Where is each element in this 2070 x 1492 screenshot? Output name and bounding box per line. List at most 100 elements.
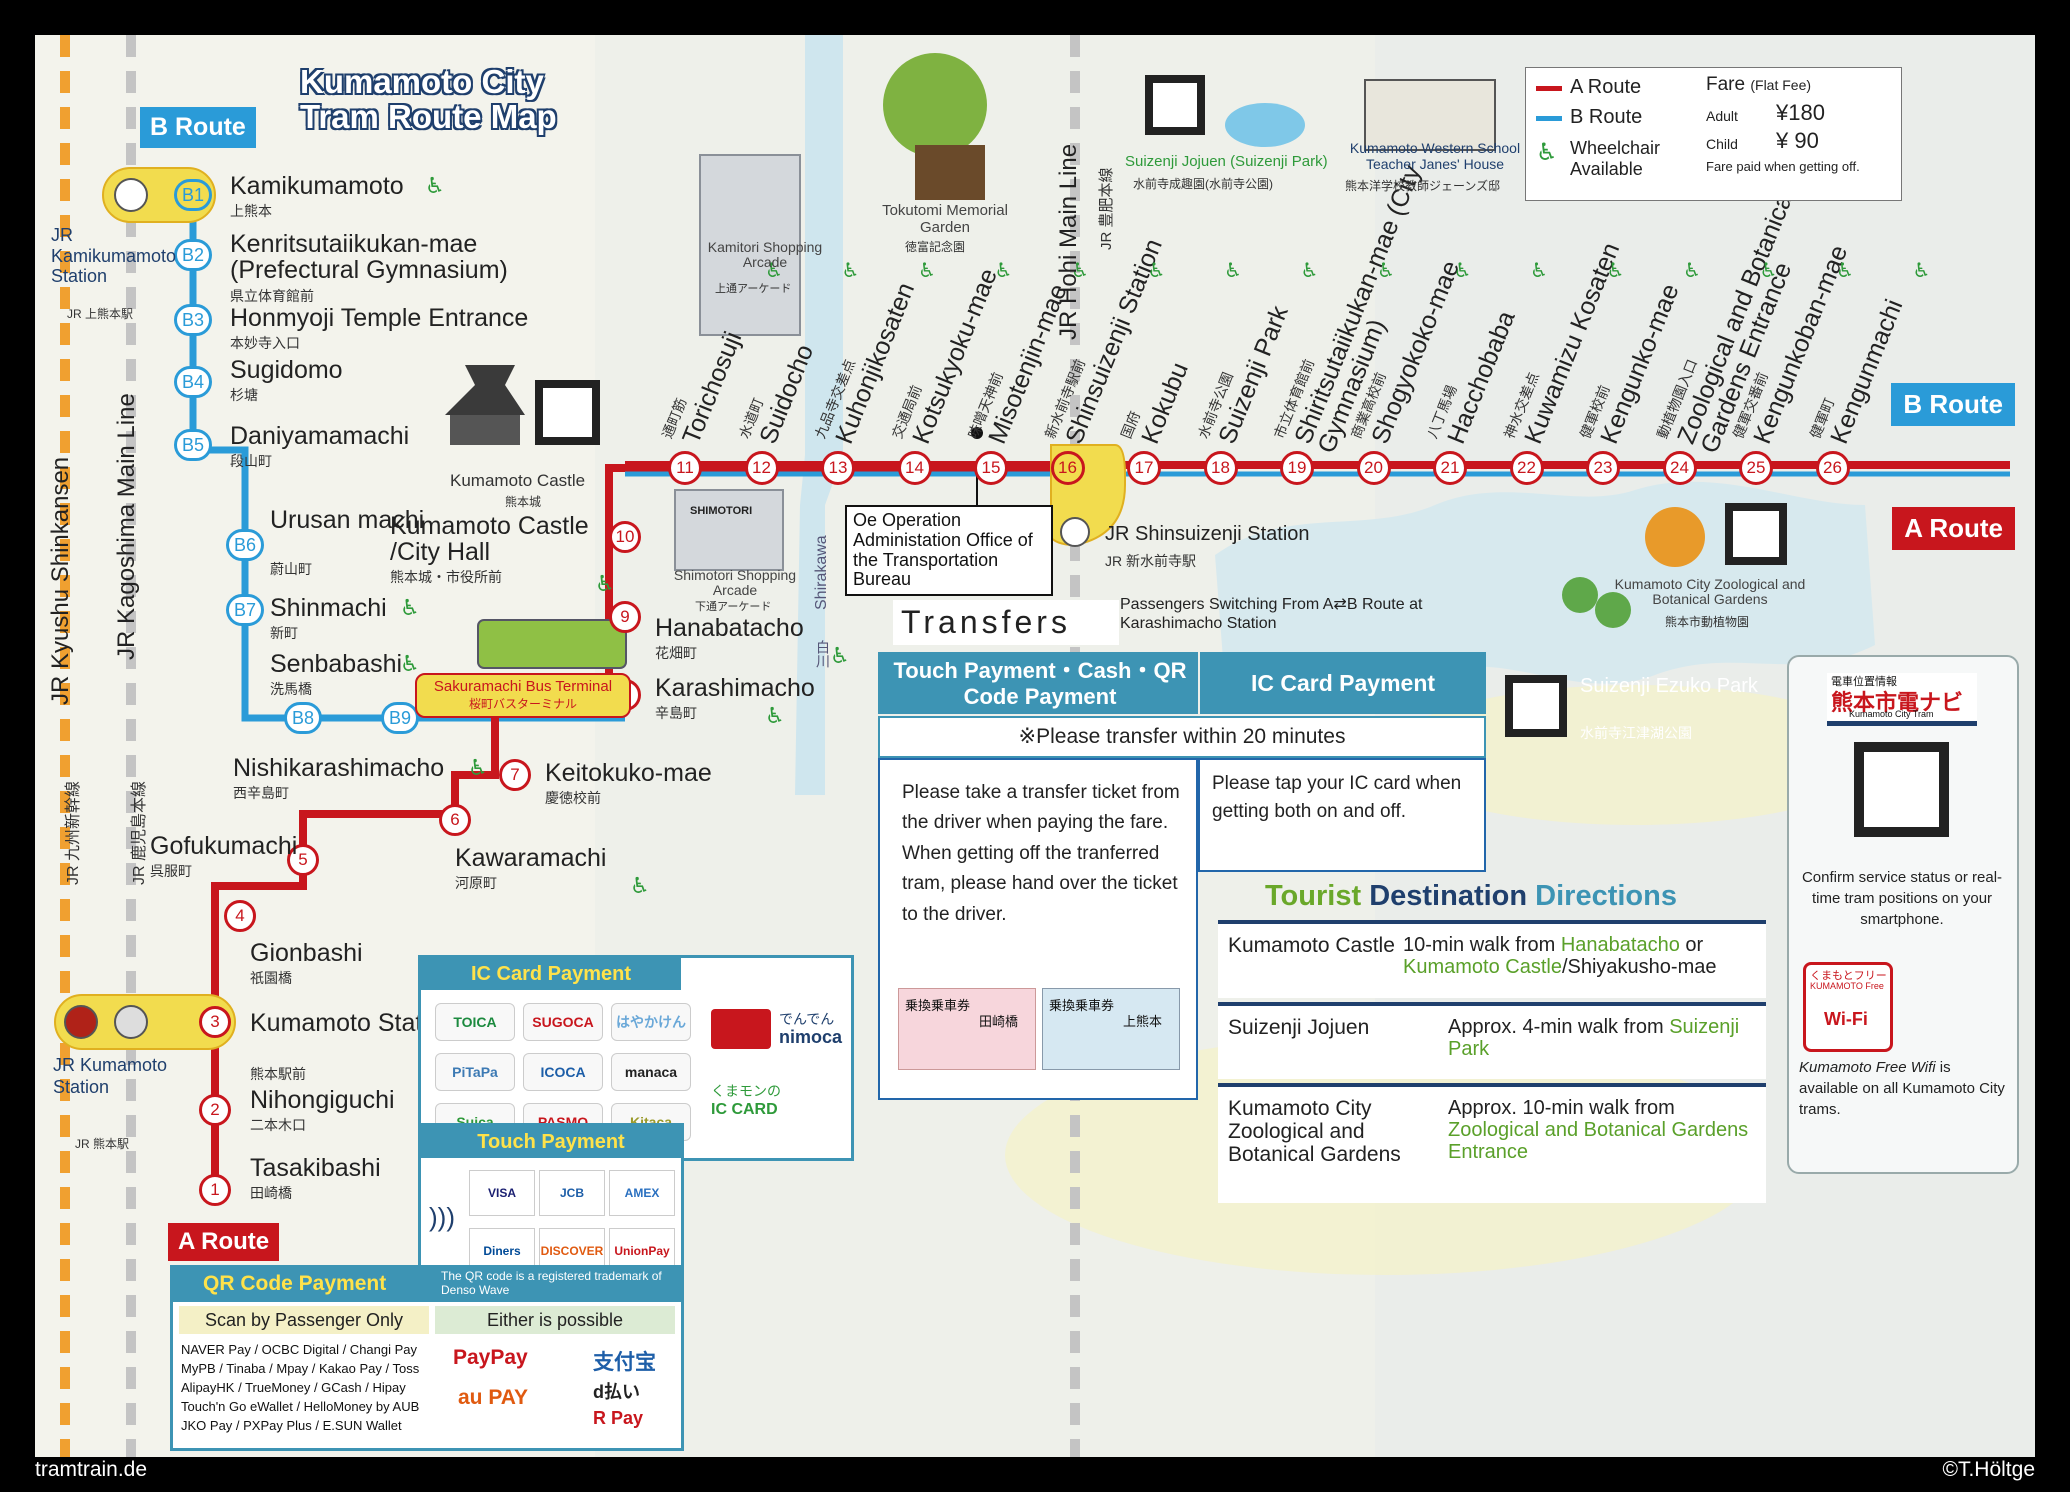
wheelchair-icon: ♿ bbox=[425, 173, 445, 198]
either-list-item: 支付宝 bbox=[593, 1351, 656, 1374]
scan-list-item: NAVER Pay / OCBC Digital / Changi Pay bbox=[181, 1342, 418, 1357]
a-station-name: Gionbashi bbox=[250, 939, 363, 967]
either-list-item: PayPay bbox=[453, 1346, 528, 1369]
a-station-marker: 10 bbox=[609, 521, 641, 553]
map-title: Kumamoto City Tram Route Map bbox=[300, 63, 557, 135]
wheelchair-icon: ♿ bbox=[994, 260, 1013, 282]
wheelchair-icon: ♿ bbox=[1759, 260, 1778, 282]
either-list-item: R Pay bbox=[593, 1408, 644, 1428]
a-station-name: Keitokuko-mae bbox=[545, 759, 712, 787]
wheelchair-icon: ♿ bbox=[1683, 260, 1701, 282]
shirakawa-label-jp: 白川 bbox=[815, 640, 831, 668]
trunk-station-marker: 14 bbox=[897, 451, 932, 485]
tourist-title-3: Directions bbox=[1535, 880, 1677, 912]
a-station-name-jp: 河原町 bbox=[455, 875, 497, 891]
b-station-name: Kamikumamoto bbox=[230, 172, 404, 200]
b-station-name: Senbabashi bbox=[270, 650, 403, 678]
navi-jp-title: 熊本市電ナビ bbox=[1831, 690, 1964, 715]
trunk-station-marker: 22 bbox=[1509, 451, 1544, 485]
footer-left: tramtrain.de bbox=[35, 1458, 148, 1481]
castle-drawing bbox=[445, 365, 525, 415]
ic-header-cell bbox=[1200, 652, 1486, 714]
lion-drawing bbox=[1645, 507, 1705, 567]
ic-card-logo: TOICA bbox=[435, 1003, 515, 1041]
tourist-direction: 10-min walk from Hanabatacho or Kumamoto… bbox=[1403, 934, 1758, 978]
qr-payment-note: The QR code is a registered trademark of… bbox=[441, 1269, 662, 1297]
legend-a-swatch bbox=[1536, 86, 1562, 91]
a-station-name: Hanabatacho bbox=[655, 614, 804, 642]
wheelchair-icon: ♿ bbox=[918, 260, 936, 282]
ticket-a-stop: 田崎橋 bbox=[979, 1014, 1019, 1029]
qr-ezuko-inner bbox=[1513, 683, 1559, 729]
tourist-dir-highlight: Suizenji Park bbox=[1448, 1016, 1740, 1060]
jr-kamikumamoto-station-label: JR Kamikumamoto Station bbox=[51, 225, 177, 287]
legend-b-swatch bbox=[1536, 116, 1562, 121]
b-station-name-jp: 県立体育館前 bbox=[230, 288, 314, 304]
navi-logo: 電車位置情報 熊本市電ナビ Kumamoto City Tram bbox=[1827, 673, 1977, 726]
zoo-tree-2 bbox=[1595, 592, 1631, 628]
nimoca-logo: でんでん nimoca bbox=[711, 1003, 842, 1058]
janes-label: Kumamoto Western School Teacher Janes' H… bbox=[1349, 140, 1521, 173]
jr-hohi-label: JR Hohi Main Line bbox=[1055, 143, 1082, 340]
fare-title-text: Fare bbox=[1706, 74, 1746, 95]
trunk-station-marker: 25 bbox=[1739, 451, 1773, 485]
wheelchair-icon: ♿ bbox=[1606, 260, 1625, 282]
wheelchair-icon: ♿ bbox=[468, 755, 488, 780]
b-station-marker: B6 bbox=[226, 529, 264, 561]
janes-house-drawing bbox=[1364, 79, 1496, 151]
janes-label-jp: 熊本洋学校教師ジェーンズ邸 bbox=[1345, 179, 1501, 193]
wheelchair-icon: ♿ bbox=[1530, 260, 1548, 282]
tourist-dir-text: Approx. 4-min walk from bbox=[1448, 1016, 1664, 1038]
b-station-name-jp: 洗馬橋 bbox=[270, 681, 312, 697]
castle-label: Kumamoto Castle bbox=[450, 471, 586, 490]
wifi-label: Wi-Fi bbox=[1824, 1009, 1868, 1029]
jr-kamikumamoto-marker bbox=[114, 178, 148, 212]
touch-brand-logo: JCB bbox=[539, 1170, 605, 1216]
b-station-name-jp: 上熊本 bbox=[230, 203, 272, 219]
wifi-jp: くまもとフリー bbox=[1810, 970, 1887, 982]
kumamon-jp: くまモンの bbox=[711, 1083, 781, 1099]
ic-text: Please tap your IC card when getting bot… bbox=[1212, 773, 1462, 822]
shimotori-label-jp: 下通アーケード bbox=[695, 601, 772, 613]
tourist-dir-text: /Shiyakusho-mae bbox=[1561, 956, 1717, 978]
touch-text: Please take a transfer ticket from the d… bbox=[902, 782, 1180, 925]
touch-header-text: Touch Payment・Cash・QR Code Payment bbox=[893, 658, 1187, 710]
legend-wheelchair-label: Wheelchair Available bbox=[1570, 138, 1661, 179]
nimoca-tram-icon bbox=[711, 1009, 771, 1049]
ticket-b: 乗換乗車券 上熊本 bbox=[1042, 988, 1180, 1070]
a-station-marker: 1 bbox=[199, 1174, 231, 1206]
b-station-name-jp: 蔚山町 bbox=[270, 561, 312, 577]
ic-text-box: Please tap your IC card when getting bot… bbox=[1198, 758, 1486, 872]
jr-kumamoto-marker bbox=[114, 1005, 148, 1039]
fare-adult-price: ¥180 bbox=[1776, 100, 1825, 125]
ezuko-label: Suizenji Ezuko Park bbox=[1580, 675, 1758, 697]
jr-kagoshima-label-jp: JR 鹿児島本線 bbox=[131, 780, 148, 885]
b-station-marker: B2 bbox=[174, 239, 212, 271]
tourist-title: Tourist Destination Directions bbox=[1265, 880, 1677, 913]
b-route-line bbox=[189, 195, 625, 722]
tourist-dir-highlight: Kumamoto Castle bbox=[1403, 956, 1562, 978]
tourist-dir-highlight: Hanabatacho bbox=[1560, 934, 1680, 956]
fare-flat-text: (Flat Fee) bbox=[1750, 77, 1812, 93]
shirakawa-river bbox=[795, 35, 843, 795]
bus-terminal-name-jp: 桜町バスターミナル bbox=[468, 697, 577, 712]
ic-payment-header: IC Card Payment bbox=[421, 958, 681, 990]
transfers-panel: Touch Payment・Cash・QR Code Payment IC Ca… bbox=[878, 652, 1486, 1102]
tokutomi-label-jp: 徳富記念園 bbox=[905, 240, 966, 254]
wheelchair-icon: ♿ bbox=[400, 651, 420, 676]
oe-office-dot bbox=[971, 427, 983, 439]
a-station-name: Gofukumachi bbox=[150, 832, 298, 860]
oe-office-box: Oe Operation Administation Office of the… bbox=[845, 505, 1053, 597]
a-station-marker: 6 bbox=[439, 804, 471, 836]
wifi-text-rest: is available on all Kumamoto City trams. bbox=[1799, 1059, 2005, 1118]
tourist-direction: Approx. 10-min walk from Zoological and … bbox=[1448, 1097, 1758, 1163]
a-station-marker: 7 bbox=[499, 759, 531, 791]
fare-child-price: ¥ 90 bbox=[1776, 128, 1819, 153]
kamitori-label-jp: 上通アーケード bbox=[715, 283, 792, 295]
jr-shinsuizenji-station-label: JR Shinsuizenji Station bbox=[1105, 523, 1310, 545]
zoo-label: Kumamoto City Zoological and Botanical G… bbox=[1614, 576, 1806, 608]
shimotori-label: Shimotori Shopping Arcade bbox=[673, 567, 797, 599]
trunk-station-marker: 11 bbox=[668, 451, 702, 485]
